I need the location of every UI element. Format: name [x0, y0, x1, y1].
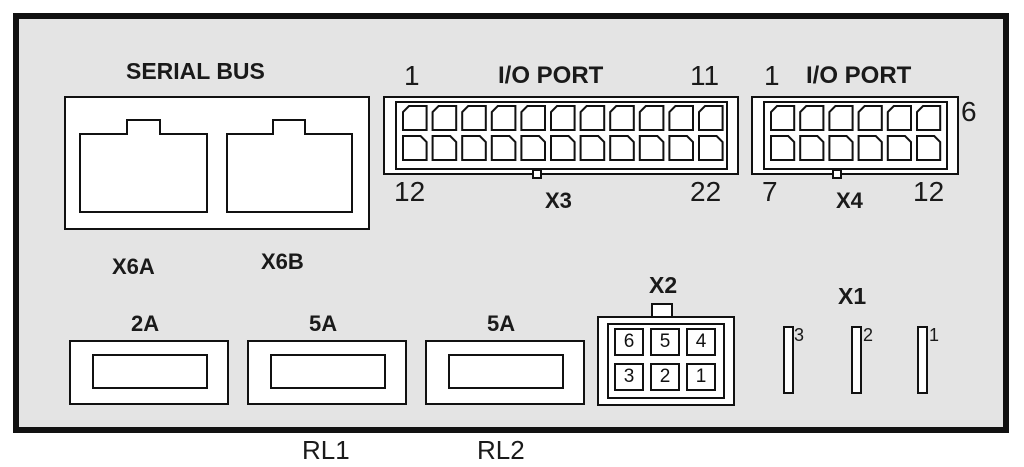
x3-pin-cavity	[520, 105, 546, 131]
x4-pin-cavity	[799, 135, 825, 161]
x4-pin-cavity	[916, 135, 942, 161]
x3-pin-cavity	[638, 105, 665, 131]
x3-pin-cavity	[668, 135, 694, 161]
x3-pin-cavity	[579, 105, 606, 131]
x3-pin-cavity	[490, 105, 517, 131]
x3-pin-cavity	[698, 135, 724, 161]
x3-pin-cavity	[668, 105, 694, 131]
x4-pin-7-label: 7	[762, 176, 778, 207]
x3-pin-cavity	[638, 135, 665, 161]
x2-pin-number: 4	[695, 331, 707, 352]
x2-latch	[651, 303, 673, 318]
x4-pin-cavity	[828, 105, 854, 131]
fuse-1-rating: 2A	[131, 311, 160, 336]
x3-pin-grid	[402, 105, 724, 161]
x3-pin-cavity	[550, 135, 576, 161]
x3-key-tab	[532, 169, 542, 179]
x2-pin-number: 2	[659, 366, 671, 387]
x3-pin-cavity	[490, 135, 517, 161]
fuse-slot-1	[92, 354, 208, 389]
x4-pin-cavity	[886, 105, 912, 131]
relay-2-label: RL2	[477, 435, 525, 465]
x4-label: X4	[836, 188, 863, 213]
x3-pin-cavity	[461, 105, 487, 131]
x3-pin-1-label: 1	[404, 60, 420, 91]
x3-pin-cavity	[402, 105, 428, 131]
serial-bus-housing	[64, 96, 370, 230]
x4-pin-cavity	[857, 135, 883, 161]
x3-label: X3	[545, 188, 572, 213]
serial-bus-title: SERIAL BUS	[126, 58, 265, 84]
x3-pin-22-label: 22	[690, 176, 722, 207]
x2-pin-number: 6	[623, 331, 635, 352]
x4-pin-1-label: 1	[764, 60, 780, 91]
x2-pin-5: 5	[650, 328, 680, 356]
x3-pin-12-label: 12	[394, 176, 426, 207]
x2-pin-number: 1	[695, 366, 707, 387]
fuse-2-rating: 5A	[309, 311, 338, 336]
x3-pin-cavity	[520, 135, 546, 161]
x4-pin-cavity	[770, 105, 796, 131]
x1-terminals	[783, 326, 928, 394]
x4-pin-cavity	[886, 135, 912, 161]
x6b-label: X6B	[261, 249, 304, 274]
x2-pin-1: 1	[686, 363, 716, 391]
x4-pin-cavity	[770, 135, 796, 161]
x2-label: X2	[649, 272, 678, 298]
x4-pin-cavity	[857, 105, 883, 131]
x4-pin-cavity	[828, 135, 854, 161]
x1-pin-3-label: 3	[794, 325, 805, 345]
x4-pin-12-label: 12	[913, 176, 945, 207]
x3-pin-cavity	[461, 135, 487, 161]
x3-title: I/O PORT	[498, 62, 604, 89]
x2-pin-number: 3	[623, 366, 635, 387]
x3-pin-11-label: 11	[690, 60, 720, 91]
x4-key-tab	[832, 169, 842, 179]
fuse-slot-2	[270, 354, 386, 389]
x3-pin-cavity	[402, 135, 428, 161]
x1-pin-1-label: 1	[929, 325, 940, 345]
x3-pin-cavity	[431, 105, 458, 131]
x3-pin-cavity	[698, 105, 724, 131]
relay-1-label: RL1	[302, 435, 350, 465]
fuse-slot-3	[448, 354, 564, 389]
x4-pin-6-label: 6	[961, 96, 977, 127]
x1-terminal-3	[783, 326, 794, 394]
rj-jack-x6b	[226, 119, 353, 213]
x1-pin-2-label: 2	[863, 325, 874, 345]
x4-pin-cavity	[799, 105, 825, 131]
x1-label: X1	[838, 283, 867, 309]
x4-pin-grid	[770, 105, 942, 161]
fuse-3-rating: 5A	[487, 311, 516, 336]
x2-pin-4: 4	[686, 328, 716, 356]
x3-pin-cavity	[609, 135, 635, 161]
x3-pin-cavity	[550, 105, 576, 131]
x1-terminal-2	[851, 326, 862, 394]
x4-pin-cavity	[916, 105, 942, 131]
x2-pin-6: 6	[614, 328, 644, 356]
x3-pin-cavity	[609, 105, 635, 131]
x3-pin-cavity	[431, 135, 458, 161]
x6a-label: X6A	[112, 254, 155, 279]
x4-title: I/O PORT	[806, 62, 912, 89]
x2-pin-2: 2	[650, 363, 680, 391]
x2-pin-number: 5	[659, 331, 671, 352]
x1-terminal-1	[917, 326, 928, 394]
x3-pin-cavity	[579, 135, 606, 161]
x2-pin-3: 3	[614, 363, 644, 391]
rj-jack-x6a	[79, 119, 208, 213]
fuse-holders	[69, 340, 585, 405]
